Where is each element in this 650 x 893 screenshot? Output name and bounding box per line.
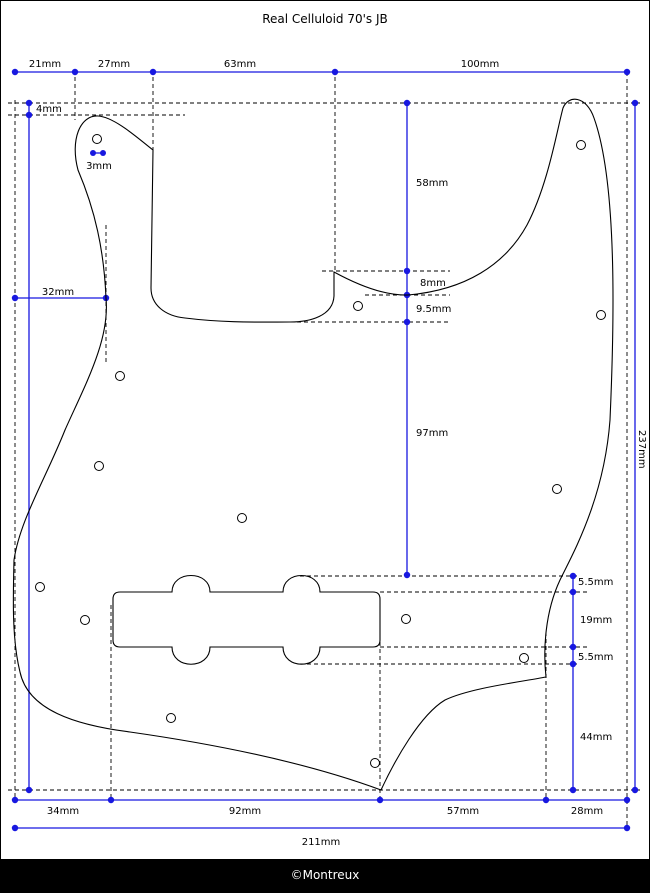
dimension-lines bbox=[11, 68, 639, 832]
screw-hole bbox=[552, 484, 562, 494]
reference-lines bbox=[8, 70, 640, 830]
pickguard-outline bbox=[12, 98, 614, 791]
dim-label-58mm: 58mm bbox=[416, 178, 448, 189]
dimension-labels: 21mm 27mm 63mm 100mm 4mm 3mm 32mm 58mm 8… bbox=[29, 59, 647, 848]
dim-label-100mm: 100mm bbox=[461, 59, 500, 70]
dim-label-4mm: 4mm bbox=[36, 104, 62, 115]
screw-hole bbox=[576, 140, 586, 150]
dim-label-237mm: 237mm bbox=[636, 430, 647, 469]
dim-label-34mm: 34mm bbox=[47, 806, 79, 817]
dim-label-63mm: 63mm bbox=[224, 59, 256, 70]
screw-hole bbox=[237, 513, 247, 523]
dim-label-57mm: 57mm bbox=[447, 806, 479, 817]
dim-label-211mm: 211mm bbox=[302, 837, 341, 848]
dim-label-44mm: 44mm bbox=[580, 732, 612, 743]
dim-label-32mm: 32mm bbox=[42, 287, 74, 298]
screw-hole bbox=[94, 461, 104, 471]
dim-label-27mm: 27mm bbox=[98, 59, 130, 70]
screw-hole bbox=[166, 713, 176, 723]
screw-hole bbox=[92, 134, 102, 144]
screw-holes bbox=[35, 134, 606, 768]
dim-label-28mm: 28mm bbox=[571, 806, 603, 817]
dim-label-3mm: 3mm bbox=[86, 161, 112, 172]
dim-label-21mm: 21mm bbox=[29, 59, 61, 70]
screw-hole bbox=[353, 301, 363, 311]
dimension-dots bbox=[11, 68, 639, 832]
dim-label-5-5mm-bottom: 5.5mm bbox=[578, 652, 613, 663]
screw-hole bbox=[519, 653, 529, 663]
dim-label-92mm: 92mm bbox=[229, 806, 261, 817]
screw-hole bbox=[401, 614, 411, 624]
dim-label-9-5mm: 9.5mm bbox=[416, 304, 451, 315]
dim-label-97mm: 97mm bbox=[416, 428, 448, 439]
dim-label-8mm: 8mm bbox=[420, 278, 446, 289]
drawing-title: Real Celluloid 70's JB bbox=[262, 12, 388, 26]
footer-bar: ©Montreux bbox=[0, 859, 650, 893]
dim-label-5-5mm-top: 5.5mm bbox=[578, 577, 613, 588]
pickup-cutout bbox=[112, 574, 381, 665]
screw-hole bbox=[596, 310, 606, 320]
screw-hole bbox=[35, 582, 45, 592]
screw-hole bbox=[370, 758, 380, 768]
screw-hole bbox=[80, 615, 90, 625]
dim-label-19mm: 19mm bbox=[580, 615, 612, 626]
screw-hole bbox=[115, 371, 125, 381]
